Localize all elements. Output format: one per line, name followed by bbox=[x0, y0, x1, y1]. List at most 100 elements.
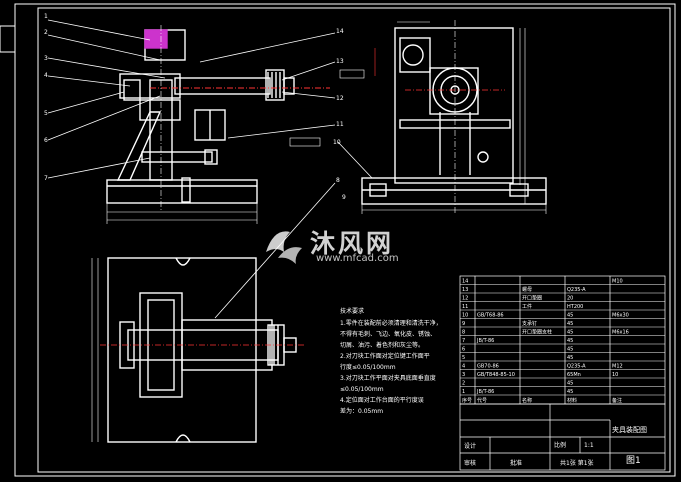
bom-cell: 45 bbox=[567, 381, 573, 387]
tech-line-2: 不得有毛刺、飞边、氧化皮、锈蚀、 bbox=[340, 330, 436, 338]
callout-13: 13 bbox=[336, 58, 344, 65]
bom-header-cell: 名称 bbox=[522, 397, 532, 404]
bom-cell: M6x16 bbox=[612, 330, 629, 336]
bom-cell: Q235-A bbox=[567, 287, 586, 293]
tech-line-8: 4.定位面对工作台面的平行度误 bbox=[340, 396, 424, 404]
top-dimensions bbox=[91, 258, 99, 442]
bom-cell: M12 bbox=[612, 364, 623, 370]
callout-3: 3 bbox=[44, 55, 48, 62]
bom-cell: 开口垫圈 bbox=[522, 295, 542, 302]
tech-line-1: 1.零件在装配前必须清理和清洗干净， bbox=[340, 319, 442, 327]
bom-cell: 9 bbox=[462, 321, 465, 327]
bom-cell: 45 bbox=[567, 313, 573, 319]
leader-lines-left bbox=[47, 19, 166, 179]
watermark-logo-icon bbox=[266, 231, 302, 264]
tech-line-3: 切屑、油污、着色剂和灰尘等。 bbox=[340, 341, 424, 349]
bom-cell: 45 bbox=[567, 355, 573, 361]
callout-8: 8 bbox=[336, 177, 340, 184]
bom-table bbox=[459, 275, 666, 405]
bom-cell: 螺母 bbox=[522, 286, 532, 293]
leader-lines-right bbox=[199, 32, 373, 319]
scale-label: 比例 bbox=[554, 441, 566, 449]
side-view bbox=[361, 27, 547, 205]
tech-line-6: 3.对刀块工作平面对夹具底面垂直度 bbox=[340, 374, 436, 382]
bom-cell: 3 bbox=[462, 372, 465, 378]
callout-4: 4 bbox=[44, 72, 48, 79]
inner-frame bbox=[37, 7, 671, 473]
callout-14: 14 bbox=[336, 28, 344, 35]
bom-cell: 11 bbox=[462, 304, 468, 310]
bom-cell: M10 bbox=[612, 279, 623, 285]
tech-line-5: 行度≤0.05/100mm bbox=[340, 363, 396, 371]
tech-line-4: 2.对刀块工作面对定位键工作面平 bbox=[340, 352, 430, 360]
front-view bbox=[106, 29, 295, 204]
callout-6: 6 bbox=[44, 137, 48, 144]
bom-cell: 12 bbox=[462, 296, 468, 302]
designer-label: 设计 bbox=[464, 442, 476, 450]
bom-cell: 20 bbox=[567, 296, 573, 302]
callout-2: 2 bbox=[44, 29, 48, 36]
tech-line-9: 差为：0.05mm bbox=[340, 407, 383, 415]
bom-cell: 45 bbox=[567, 338, 573, 344]
top-view bbox=[107, 257, 297, 443]
bom-header-cell: 材料 bbox=[567, 397, 577, 404]
bom-cell: GB70-86 bbox=[477, 364, 499, 370]
bom-cell: 10 bbox=[612, 372, 618, 378]
bom-cell: 45 bbox=[567, 347, 573, 353]
callout-labels: 1 2 3 4 5 6 7 8 9 10 11 12 13 14 bbox=[44, 13, 346, 201]
watermark-text-en: www.mfcad.com bbox=[316, 253, 399, 264]
tech-title: 技术要求 bbox=[340, 307, 364, 315]
bom-cell: 7 bbox=[462, 338, 465, 344]
bom-cell: 10 bbox=[462, 313, 468, 319]
bom-header-cell: 序号 bbox=[462, 397, 472, 404]
scale-value: 1:1 bbox=[584, 442, 594, 449]
bom-cell: 13 bbox=[462, 287, 468, 293]
approve-label: 批准 bbox=[510, 459, 522, 467]
bom-cell: HT200 bbox=[567, 304, 583, 310]
title-block bbox=[459, 403, 666, 471]
callout-7: 7 bbox=[44, 175, 48, 182]
bom-cell: 开口垫圈支柱 bbox=[522, 329, 552, 336]
callout-12: 12 bbox=[336, 95, 344, 102]
bom-cell: M6x30 bbox=[612, 313, 629, 319]
drawing-name: 夹具装配图 bbox=[612, 425, 647, 434]
bom-cell: 1 bbox=[462, 389, 465, 395]
bom-header-cell: 备注 bbox=[612, 397, 622, 404]
bom-cell: 65Mn bbox=[567, 372, 581, 378]
bom-cell: 45 bbox=[567, 330, 573, 336]
tech-line-7: ≤0.05/100mm bbox=[340, 386, 384, 393]
bom-cell: JB/T-86 bbox=[476, 338, 494, 344]
bom-cell: 支承钉 bbox=[522, 320, 537, 327]
drawing-number: 图1 bbox=[626, 455, 641, 466]
bom-cell: 8 bbox=[462, 330, 465, 336]
bom-cell: 5 bbox=[462, 355, 465, 361]
front-dimensions bbox=[106, 69, 365, 224]
bom-cell: 2 bbox=[462, 381, 465, 387]
outer-frame bbox=[14, 3, 676, 477]
bom-cell: 4 bbox=[462, 364, 465, 370]
bom-cell: 45 bbox=[567, 389, 573, 395]
callout-1: 1 bbox=[44, 13, 48, 20]
callout-10: 10 bbox=[333, 139, 341, 146]
bom-cell: GB/T68-86 bbox=[477, 313, 504, 319]
bom-cell: Q235-A bbox=[567, 364, 586, 370]
bom-cell: 6 bbox=[462, 347, 465, 353]
callout-9: 9 bbox=[342, 194, 346, 201]
callout-11: 11 bbox=[336, 121, 344, 128]
bom-cell: 45 bbox=[567, 321, 573, 327]
sheet-info: 共1张 第1张 bbox=[560, 459, 594, 467]
checker-label: 审核 bbox=[464, 459, 476, 467]
callout-5: 5 bbox=[44, 110, 48, 117]
bom-cell: 14 bbox=[462, 279, 468, 285]
bom-header-cell: 代号 bbox=[477, 397, 487, 404]
side-dimensions bbox=[361, 21, 547, 214]
title-block-text: 夹具装配图 图1 比例 1:1 共1张 第1张 设计 审核 批准 bbox=[464, 425, 647, 467]
tech-requirements: 技术要求 1.零件在装配前必须清理和清洗干净， 不得有毛刺、飞边、氧化皮、锈蚀、… bbox=[340, 307, 442, 415]
watermark: 沐风网 www.mfcad.com bbox=[258, 222, 428, 272]
bom-cell: GB/T848-85-10 bbox=[477, 372, 515, 378]
corner-tab bbox=[0, 25, 16, 53]
bom-cell: JB/T-86 bbox=[476, 389, 494, 395]
watermark-text-cn: 沐风网 bbox=[310, 229, 395, 258]
